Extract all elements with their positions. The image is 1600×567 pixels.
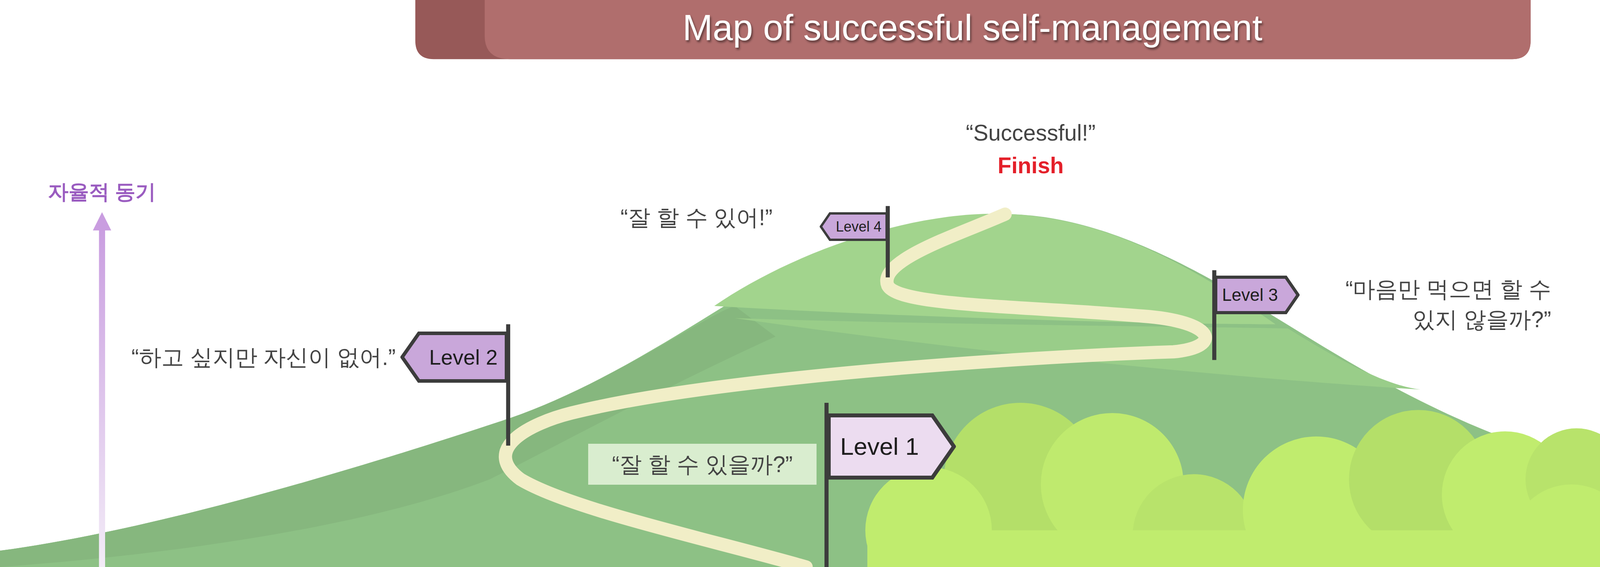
banner-dark xyxy=(415,0,1531,60)
label-text: Finish xyxy=(997,150,1064,181)
road xyxy=(505,214,1206,567)
level-flag: Level 1 xyxy=(826,413,956,480)
flag-label: Level 4 xyxy=(835,218,882,235)
flag-label: Level 3 xyxy=(1222,285,1278,306)
level-flag: Level 3 xyxy=(1214,275,1300,315)
banner-light xyxy=(484,0,1531,60)
hill xyxy=(0,213,1600,567)
motivation-axis xyxy=(92,212,112,567)
banner xyxy=(415,0,1531,60)
axis-arrowhead xyxy=(92,212,112,231)
flag-outline xyxy=(402,333,507,382)
patched-quote: “잘 할 수 있을까?” xyxy=(588,443,817,486)
axis-line xyxy=(98,226,106,567)
bush-ground xyxy=(867,530,1600,567)
flag-poles xyxy=(508,205,1215,567)
flag-outline xyxy=(820,213,887,240)
label-text: “하고 싶지만 자신이 없어.” xyxy=(131,342,396,373)
hill-base xyxy=(0,214,1600,567)
flag-label: Level 1 xyxy=(840,432,919,461)
level-flag: Level 2 xyxy=(400,331,509,383)
flag-label: Level 2 xyxy=(429,344,498,370)
label-text: “잘 할 수 있어!” xyxy=(620,202,773,233)
label-text: 자율적 동기 xyxy=(48,177,156,206)
bushes xyxy=(865,402,1600,567)
label-text: “Successful!” xyxy=(965,117,1096,149)
flag-outline xyxy=(828,415,954,478)
level-flag: Level 4 xyxy=(819,212,888,241)
title: Map of successful self-management xyxy=(682,7,1263,49)
flag-outline xyxy=(1215,277,1299,313)
label-text: “마음만 먹으면 할 수 있지 않을까?” xyxy=(1318,274,1552,335)
